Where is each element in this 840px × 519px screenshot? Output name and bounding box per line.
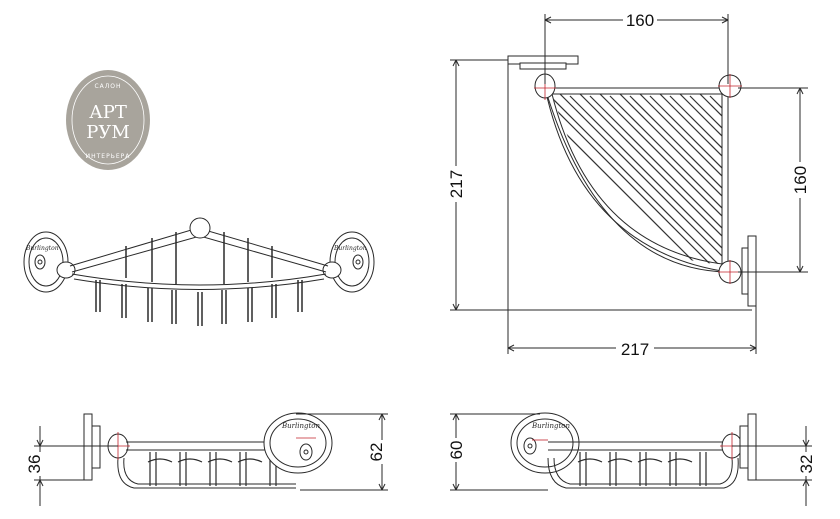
dim-side-left-height: 60	[447, 441, 466, 460]
perspective-view: Burlington Burlington	[23, 217, 375, 326]
logo-line1: АРТ	[89, 102, 127, 123]
logo-bottom-text: ИНТЕРЬЕРА	[86, 153, 131, 160]
dim-side-right-height: 32	[797, 455, 816, 474]
dim-bottom-width: 217	[621, 340, 649, 359]
dim-left-height: 217	[447, 170, 466, 198]
artroom-logo: САЛОН АРТ РУМ ИНТЕРЬЕРА	[66, 70, 150, 170]
brand-mark-side: Burlington	[531, 422, 570, 430]
side-view: Burlington	[450, 412, 812, 506]
logo-line2: РУМ	[86, 122, 130, 143]
brand-mark-right: Burlington	[333, 245, 367, 252]
brand-mark-front: Burlington	[281, 422, 320, 430]
dim-front-right-height: 62	[367, 443, 386, 462]
top-view	[450, 14, 808, 354]
dim-top-width: 160	[626, 11, 654, 30]
logo-top-text: САЛОН	[94, 83, 121, 90]
dim-right-height: 160	[791, 166, 810, 194]
brand-mark-left: Burlington	[25, 245, 59, 252]
dim-front-left-height: 36	[25, 455, 44, 474]
front-view: Burlington	[34, 412, 388, 506]
